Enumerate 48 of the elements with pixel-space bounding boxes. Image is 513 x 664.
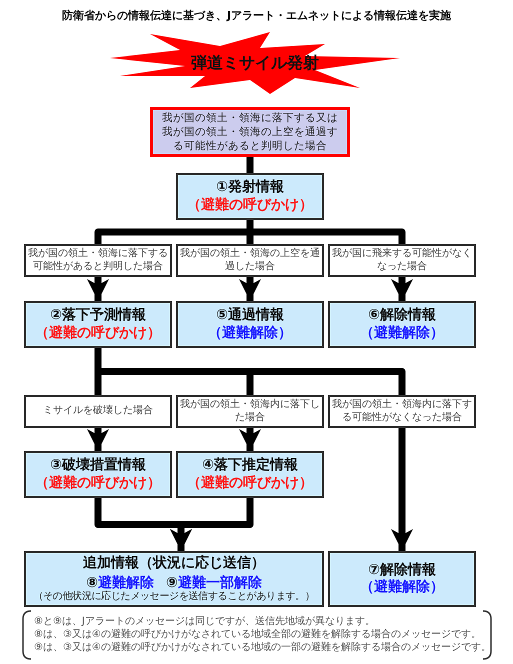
condition-text: 我が国の領土・領海に落下する又は我が国の領土・領海の上空を通過する可能性があると判明した場合 — [161, 110, 339, 154]
condition-text: ミサイルを破壊した場合 — [42, 405, 154, 418]
box-title: ⑦解除情報 — [368, 562, 436, 578]
box-subtitle: （避難の呼びかけ） — [187, 196, 313, 214]
arrow — [391, 277, 413, 301]
arrow — [391, 428, 413, 551]
box-subtitle: （避難の呼びかけ） — [35, 324, 161, 342]
condition-text: 我が国に飛来する可能性がなくなった場合 — [331, 248, 473, 273]
box-title: ④落下推定情報 — [202, 457, 298, 474]
connector-line — [246, 157, 254, 173]
note-text: ⑧は、③又は④の避難の呼びかけがなされている地域全部の避難を解除する場合のメッセージです。 — [34, 628, 482, 641]
arrow — [239, 428, 261, 451]
arrow — [239, 277, 261, 301]
condition-text: 我が国の領土・領海に落下する可能性があると判明した場合 — [27, 248, 169, 273]
box-title: ②落下予測情報 — [50, 307, 146, 324]
process-box — [328, 301, 476, 348]
box-title: ①発射情報 — [216, 179, 284, 196]
condition-text: 我が国の領土・領海内に落下する可能性がなくなった場合 — [331, 399, 473, 424]
condition-text: 我が国の領土・領海の上空を通過した場合 — [179, 248, 321, 273]
box-subtitle: （避難の呼びかけ） — [35, 474, 161, 492]
process-box — [176, 451, 324, 498]
box-title: ③破壊措置情報 — [50, 457, 146, 474]
process-box — [176, 301, 324, 348]
box-note: （その他状況に応じたメッセージを送信することがあります。） — [33, 591, 315, 604]
box-subtitle: （避難解除） — [360, 578, 444, 596]
process-box — [176, 173, 324, 220]
box-title: ⑤通過情報 — [216, 307, 284, 324]
process-box — [24, 451, 172, 498]
box-subtitle: ⑧避難解除 — [86, 574, 154, 590]
box-title: 追加情報（状況に応じ送信） — [83, 554, 265, 572]
box-subtitle: ⑨避難一部解除 — [166, 574, 262, 591]
arrow — [87, 277, 109, 301]
note-text: ⑧と⑨は、Jアラートのメッセージは同じですが、送信先地域が異なります。 — [34, 615, 376, 628]
condition-box — [150, 107, 350, 157]
box-subtitle: （避難解除） — [360, 324, 444, 342]
process-box — [24, 301, 172, 348]
box-title: ⑥解除情報 — [368, 307, 436, 324]
process-box — [328, 551, 476, 607]
heading-text: 防衛省からの情報伝達に基づき、Jアラート・エムネットによる情報伝達を実施 — [60, 8, 452, 23]
box-subtitle: （避難解除） — [208, 324, 292, 342]
box-subtitle: （避難の呼びかけ） — [187, 474, 313, 492]
burst-shape — [110, 32, 400, 94]
process-box — [24, 551, 324, 607]
condition-box — [24, 395, 172, 428]
arrow — [87, 428, 109, 451]
burst-label: 弾道ミサイル発射 — [191, 52, 319, 74]
condition-text: 我が国の領土・領海内に落下した場合 — [179, 399, 321, 424]
note-text: ⑨は、③又は④の避難の呼びかけがなされている地域の一部の避難を解除する場合のメッセージです。 — [34, 641, 491, 654]
